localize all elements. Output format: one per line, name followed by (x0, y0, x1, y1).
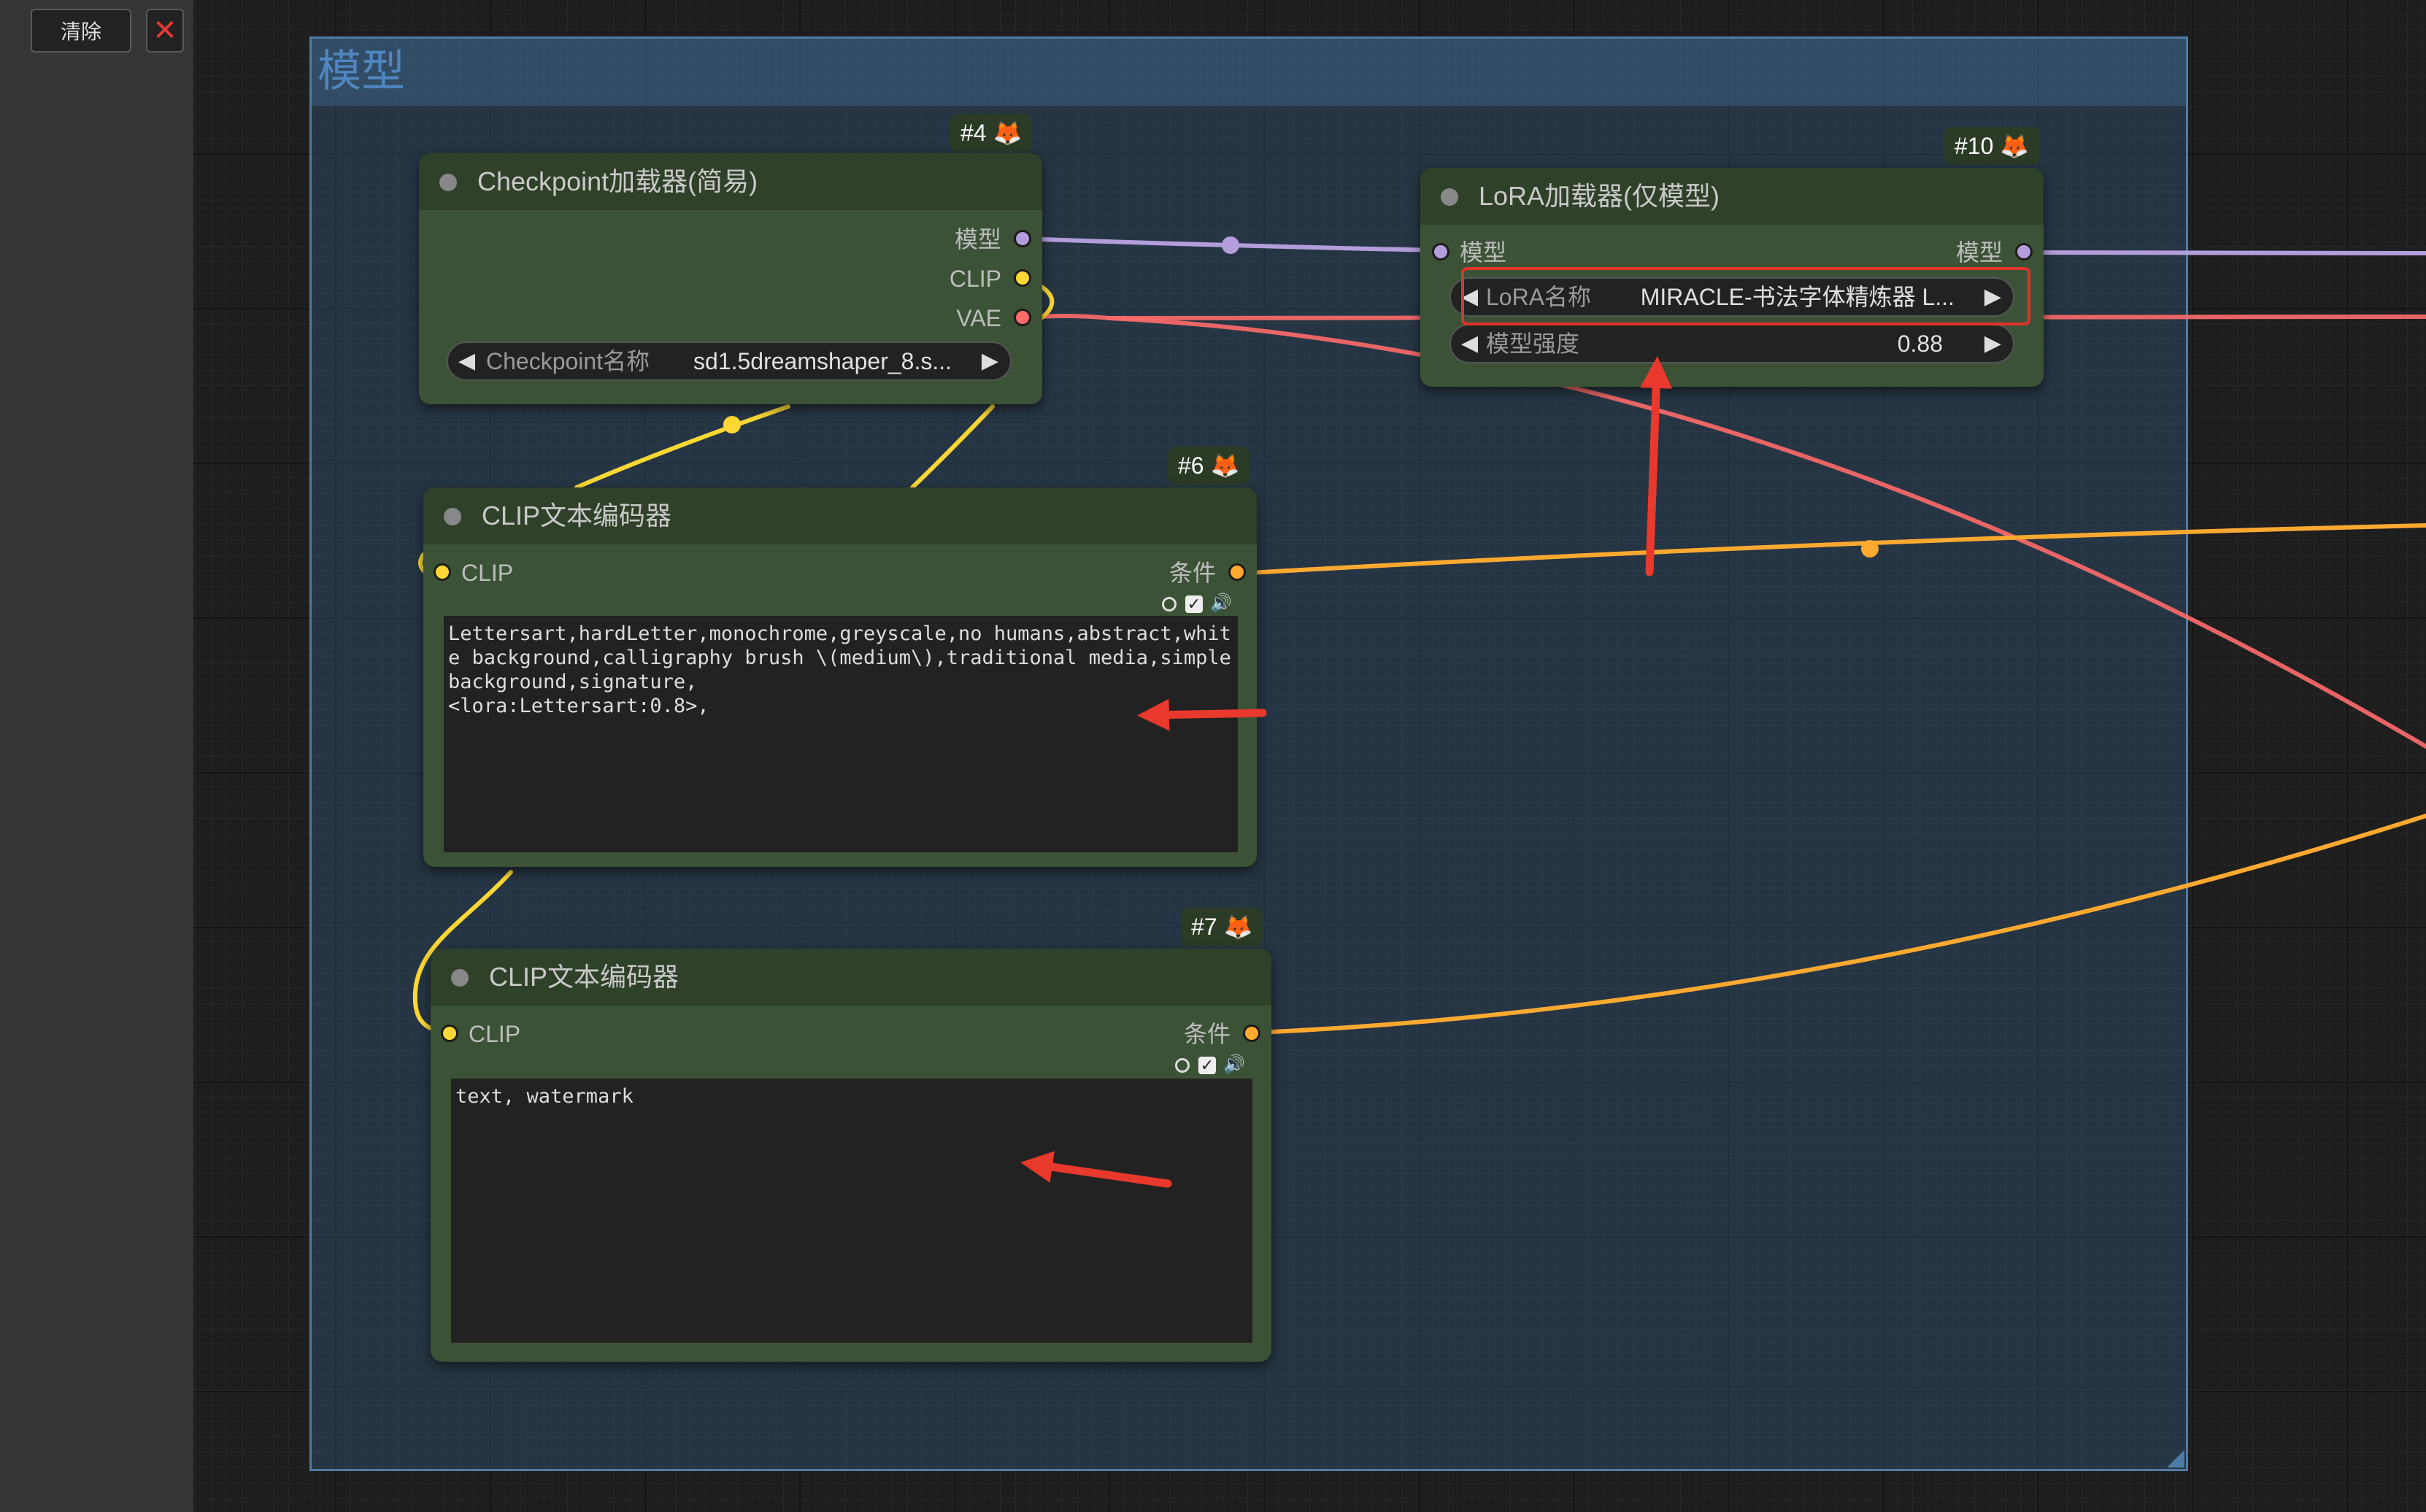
node-id-badge: #4 🦊 (950, 114, 1033, 152)
input-model-label: 模型 (1460, 239, 1507, 266)
output-model-label: 模型 (954, 226, 1001, 252)
widget-label: 模型强度 (1486, 331, 1580, 357)
clear-button[interactable]: 清除 (31, 9, 131, 53)
clip-text-encode-positive-node[interactable]: CLIP文本编码器 CLIP 条件 ✓ 🔊 Lettersart,hardLet… (423, 487, 1257, 867)
input-clip-slot[interactable] (441, 1025, 458, 1042)
annotation-arrow-icon (1020, 1151, 1172, 1188)
fox-icon: 🦊 (1223, 914, 1253, 940)
node-title-bar[interactable]: CLIP文本编码器 (431, 949, 1271, 1006)
widget-value: sd1.5dreamshaper_8.s... (693, 348, 952, 374)
annotation-highlight-box (1461, 267, 2030, 325)
link-midpoint (723, 416, 741, 433)
node-title-bar[interactable]: CLIP文本编码器 (423, 487, 1257, 544)
widget-value: 0.88 (1897, 331, 1943, 357)
group-title: 模型 (317, 47, 405, 96)
input-clip-label: CLIP (469, 1021, 521, 1047)
clip-link-b (574, 404, 790, 490)
radio-icon[interactable] (1162, 597, 1177, 612)
clip-link-d (412, 870, 513, 1035)
node-id-badge: #6 🦊 (1168, 447, 1250, 485)
node-id-badge: #7 🦊 (1181, 908, 1263, 946)
output-conditioning-label: 条件 (1168, 560, 1216, 586)
arrow-right-icon[interactable]: ▶ (981, 349, 998, 373)
node-title: Checkpoint加载器(简易) (477, 166, 758, 196)
output-vae-label: VAE (956, 305, 1001, 331)
input-clip-slot[interactable] (434, 563, 451, 581)
input-clip-label: CLIP (461, 560, 514, 586)
speaker-icon[interactable]: 🔊 (1223, 1054, 1245, 1074)
checkpoint-name-combo[interactable]: ◀ Checkpoint名称 sd1.5dreamshaper_8.s... ▶ (447, 342, 1012, 381)
arrow-right-icon[interactable]: ▶ (1984, 285, 2001, 309)
node-title: CLIP文本编码器 (482, 501, 672, 531)
model-out-link (2022, 250, 2426, 255)
cond-link-neg (1255, 814, 2426, 1035)
node-title-bar[interactable]: LoRA加载器(仅模型) (1420, 168, 2044, 225)
output-conditioning-slot[interactable] (1228, 563, 1246, 581)
node-title: CLIP文本编码器 (489, 962, 679, 992)
sidebar-panel: 清除 ✕ (0, 0, 193, 1512)
input-model-slot[interactable] (1432, 243, 1449, 261)
node-id: #6 (1178, 452, 1204, 479)
collapse-dot-icon[interactable] (451, 969, 469, 987)
checkpoint-loader-node[interactable]: Checkpoint加载器(简易) 模型 CLIP VAE ◀ Checkpoi… (419, 153, 1042, 404)
node-title-bar[interactable]: Checkpoint加载器(简易) (419, 153, 1042, 210)
node-id-badge: #10 🦊 (1944, 127, 2040, 165)
link-midpoint (1861, 540, 1879, 558)
output-model-label: 模型 (1955, 239, 2003, 266)
output-conditioning-label: 条件 (1183, 1021, 1231, 1047)
checkbox-icon[interactable]: ✓ (1185, 595, 1203, 613)
output-vae-slot[interactable] (1014, 309, 1031, 326)
output-clip-label: CLIP (949, 266, 1001, 292)
fox-icon: 🦊 (1210, 452, 1240, 479)
collapse-dot-icon[interactable] (444, 508, 461, 525)
radio-icon[interactable] (1175, 1058, 1190, 1073)
annotation-arrow-icon (1640, 356, 1673, 576)
widget-label: LoRA名称 (1486, 284, 1592, 310)
prompt-textarea[interactable]: text, watermark (451, 1079, 1252, 1343)
arrow-left-icon[interactable]: ◀ (1461, 285, 1479, 309)
output-conditioning-slot[interactable] (1243, 1025, 1260, 1042)
node-id: #7 (1191, 914, 1217, 940)
output-clip-slot[interactable] (1014, 269, 1031, 287)
fox-icon: 🦊 (2000, 133, 2030, 159)
arrow-right-icon[interactable]: ▶ (1984, 331, 2001, 355)
model-link (1020, 236, 1440, 252)
prompt-textarea[interactable]: Lettersart,hardLetter,monochrome,greysca… (444, 616, 1238, 852)
widget-label: Checkpoint名称 (486, 348, 650, 374)
node-id: #10 (1955, 133, 1994, 159)
speaker-icon[interactable]: 🔊 (1210, 593, 1232, 613)
cond-link-pos (1247, 523, 2426, 575)
node-title: LoRA加载器(仅模型) (1479, 181, 1720, 211)
fox-icon: 🦊 (993, 120, 1023, 146)
collapse-dot-icon[interactable] (1441, 188, 1458, 206)
close-icon[interactable]: ✕ (146, 9, 184, 53)
output-model-slot[interactable] (2015, 243, 2033, 261)
group-header[interactable]: 模型 (312, 39, 2186, 106)
arrow-left-icon[interactable]: ◀ (458, 349, 476, 373)
group-resize-handle[interactable] (2167, 1450, 2184, 1467)
widget-value: MIRACLE-书法字体精炼器 L... (1640, 284, 1955, 310)
output-model-slot[interactable] (1014, 230, 1031, 247)
annotation-arrow-icon (1137, 698, 1267, 731)
clip-link-c (910, 404, 995, 490)
checkbox-icon[interactable]: ✓ (1198, 1057, 1216, 1074)
arrow-left-icon[interactable]: ◀ (1461, 331, 1479, 355)
link-midpoint (1222, 236, 1239, 254)
collapse-dot-icon[interactable] (439, 174, 457, 191)
lora-name-combo[interactable]: ◀ LoRA名称 MIRACLE-书法字体精炼器 L... ▶ (1449, 277, 2014, 317)
clip-text-encode-negative-node[interactable]: CLIP文本编码器 CLIP 条件 ✓ 🔊 text, watermark (431, 949, 1271, 1362)
lora-loader-node[interactable]: LoRA加载器(仅模型) 模型 模型 ◀ LoRA名称 MIRACLE-书法字体… (1420, 168, 2044, 387)
node-id: #4 (960, 120, 987, 146)
